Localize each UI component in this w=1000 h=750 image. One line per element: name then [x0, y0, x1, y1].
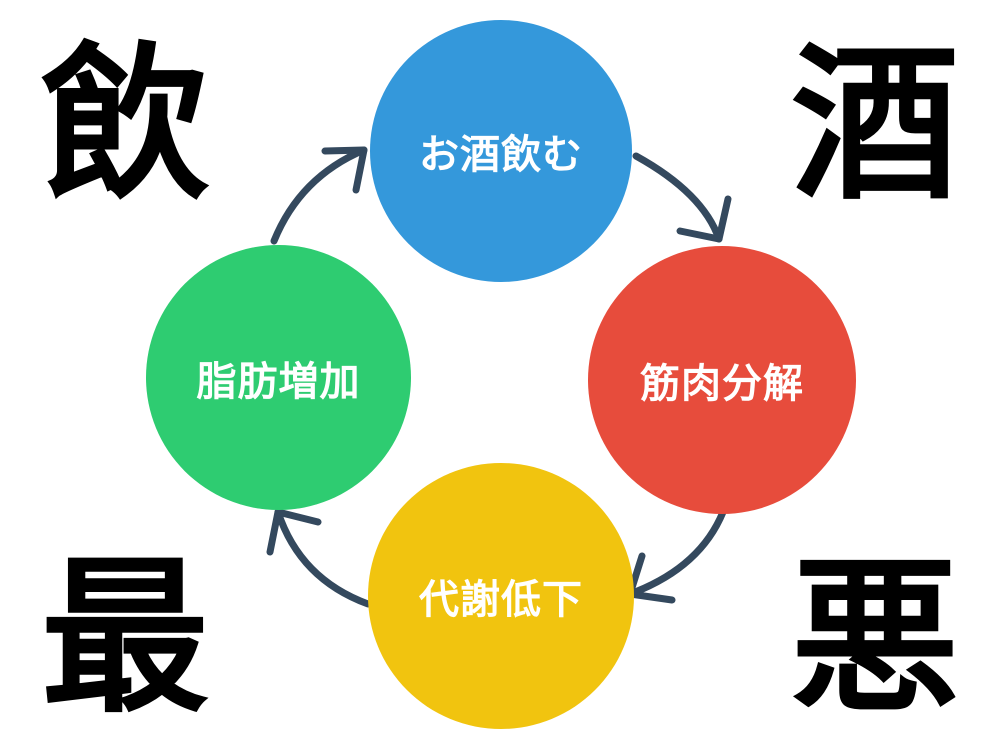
arrow-bottom-to-left — [266, 508, 372, 608]
corner-char-bottom-right: 悪 — [791, 540, 959, 736]
cycle-node-fat-increase: 脂肪増加 — [146, 245, 411, 510]
cycle-node-muscle-breakdown: 筋肉分解 — [588, 246, 856, 514]
arrow-top-to-right — [632, 152, 732, 243]
cycle-node-label: 脂肪増加 — [196, 358, 361, 405]
cycle-node-label: 筋肉分解 — [640, 361, 804, 407]
corner-char-top-right: 酒 — [791, 27, 959, 223]
cycle-node-label: 代謝低下 — [419, 577, 583, 623]
corner-char-bottom-left: 最 — [41, 540, 209, 736]
arrow-right-to-bottom — [626, 508, 727, 604]
corner-char-top-left: 飲 — [41, 27, 209, 223]
cycle-node-metabolism-decline: 代謝低下 — [368, 463, 634, 729]
arrow-left-to-top — [270, 146, 368, 245]
cycle-node-drink-alcohol: お酒飲む — [370, 20, 632, 282]
cycle-node-label: お酒飲む — [419, 132, 583, 178]
